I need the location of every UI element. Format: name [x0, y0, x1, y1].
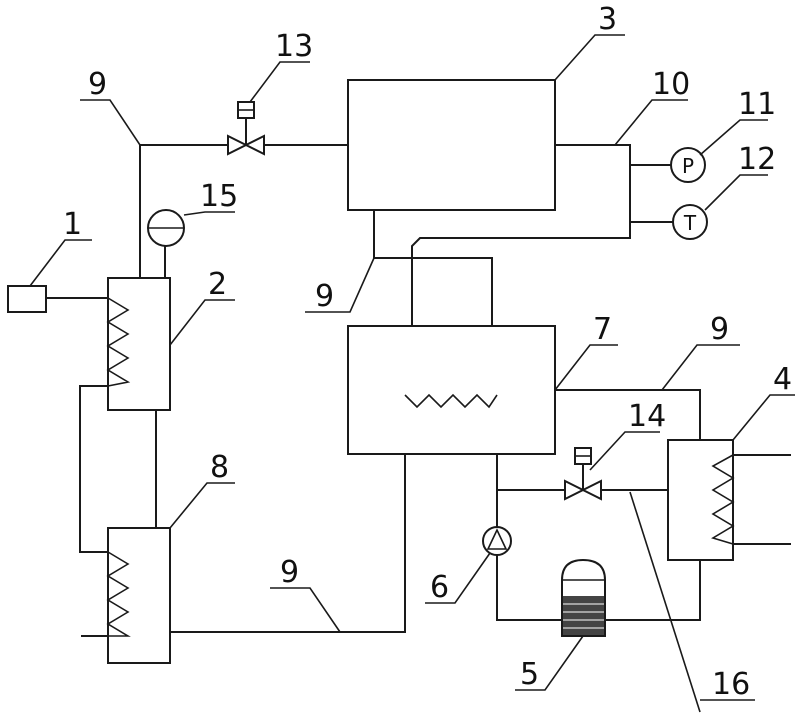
label-1: 1 — [63, 207, 82, 242]
label-3: 3 — [598, 2, 617, 37]
pipe-3-down — [373, 209, 413, 259]
label-4: 4 — [773, 362, 792, 397]
pipe-tank-to-4 — [604, 559, 701, 621]
label-9-top-left: 9 — [88, 67, 107, 102]
label-9-right: 9 — [710, 312, 729, 347]
valve-13 — [227, 101, 265, 156]
pipe-pump-to-tank — [496, 554, 563, 621]
label-8: 8 — [210, 450, 229, 485]
pipe-sensor-loop — [411, 144, 631, 259]
pressure-gauge-11: P — [670, 147, 706, 183]
label-14: 14 — [628, 399, 666, 434]
component-1-box — [7, 285, 47, 313]
label-15: 15 — [200, 179, 238, 214]
callout-labels: 1 2 3 4 5 6 7 8 9 9 9 9 10 11 12 13 14 1… — [63, 2, 792, 702]
label-5: 5 — [520, 657, 539, 692]
tank-7 — [347, 325, 556, 455]
label-9-bottom: 9 — [280, 555, 299, 590]
label-6: 6 — [430, 570, 449, 605]
reservoir-5 — [561, 558, 606, 637]
temperature-gauge-12: T — [672, 204, 708, 240]
label-7: 7 — [593, 312, 612, 347]
label-9-middle: 9 — [315, 279, 334, 314]
label-12: 12 — [738, 142, 776, 177]
label-16: 16 — [712, 667, 750, 702]
pressure-gauge-symbol: P — [682, 154, 694, 178]
temperature-gauge-symbol: T — [683, 211, 697, 235]
label-10: 10 — [652, 67, 690, 102]
valve-14 — [564, 447, 602, 501]
heat-exchanger-2 — [106, 277, 171, 411]
heat-exchanger-8 — [106, 527, 171, 664]
leader-line-16 — [629, 491, 701, 713]
label-2: 2 — [208, 267, 227, 302]
callout-leaders — [29, 34, 795, 701]
pipe-bottom-to-coil — [169, 394, 406, 633]
expansion-tank-15 — [147, 209, 185, 247]
label-11: 11 — [738, 87, 776, 122]
pipe-7-to-4 — [554, 389, 701, 441]
heat-exchanger-4 — [667, 439, 735, 561]
label-13: 13 — [275, 29, 313, 64]
pipe-loop-2-8 — [79, 385, 109, 553]
main-unit-3 — [347, 79, 556, 211]
pipe-3-to-7-right — [411, 257, 493, 327]
pump-6 — [482, 526, 512, 556]
